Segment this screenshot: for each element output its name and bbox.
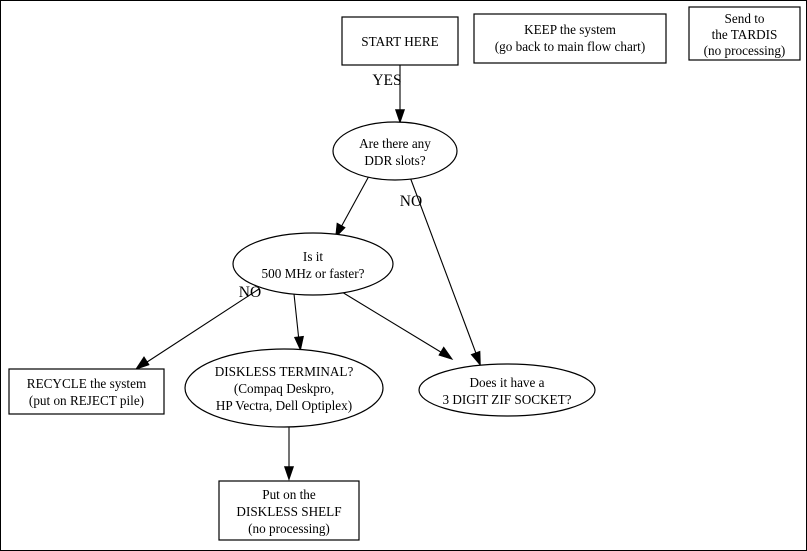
node-tardis[interactable]: Send to the TARDIS (no processing) (688, 6, 801, 61)
node-label-line2: (Compaq Deskpro, (234, 381, 334, 396)
node-diskless-shelf[interactable]: Put on the DISKLESS SHELF (no processing… (218, 480, 360, 541)
node-label-line2: 3 DIGIT ZIF SOCKET? (442, 392, 571, 407)
node-ddr-slots[interactable]: Are there any DDR slots? (332, 121, 458, 181)
node-zif-socket[interactable]: Does it have a 3 DIGIT ZIF SOCKET? (418, 363, 596, 417)
edge-label-yes: YES (372, 72, 401, 89)
node-label-line3: HP Vectra, Dell Optiplex) (216, 398, 352, 413)
node-500mhz[interactable]: Is it 500 MHz or faster? (232, 232, 394, 296)
node-label-line1: Does it have a (469, 375, 544, 390)
node-label-line3: (no processing) (248, 521, 330, 536)
node-label-line2: 500 MHz or faster? (262, 266, 365, 281)
node-keep[interactable]: KEEP the system (go back to main flow ch… (473, 13, 667, 64)
edge-line (409, 176, 478, 357)
arrowhead (283, 466, 295, 481)
node-shape-rect (341, 16, 459, 66)
arrowhead (394, 109, 406, 124)
node-shape-rect (688, 6, 801, 61)
node-shape-ellipse (232, 232, 394, 296)
edge-diskless-terminal-to-shelf (283, 427, 295, 481)
edge-line (293, 293, 300, 342)
edge-label-no-ddr: NO (400, 193, 422, 210)
node-label-line2: DDR slots? (364, 153, 425, 168)
edge-line (143, 288, 260, 365)
node-shape-ellipse (184, 348, 384, 428)
arrowhead (134, 356, 150, 371)
arrowhead (470, 350, 481, 367)
edge-label-no-mhz: NO (239, 284, 261, 301)
node-shape-ellipse (332, 121, 458, 181)
edge-ddr-to-zif (409, 176, 481, 367)
node-label-line2: (put on REJECT pile) (29, 393, 144, 408)
edge-line (336, 288, 445, 355)
node-label-line3: (no processing) (704, 43, 786, 58)
edge-label-group: YES NO NO (239, 72, 422, 301)
node-label-line1: RECYCLE the system (27, 376, 147, 391)
edge-mhz-to-zif (336, 288, 454, 361)
node-shape-ellipse (418, 363, 596, 417)
node-label-line1: Is it (303, 249, 323, 264)
edge-line (339, 175, 370, 230)
node-start[interactable]: START HERE (341, 16, 459, 66)
node-label-line1: START HERE (361, 34, 438, 49)
node-diskless-terminal[interactable]: DISKLESS TERMINAL? (Compaq Deskpro, HP V… (184, 348, 384, 428)
edge-mhz-to-recycle (134, 288, 260, 371)
arrowhead (293, 335, 304, 352)
node-label-line1: DISKLESS TERMINAL? (215, 364, 354, 379)
node-label-line1: Send to (725, 11, 765, 26)
node-label-line2: (go back to main flow chart) (495, 39, 646, 54)
node-label-line2: DISKLESS SHELF (236, 504, 341, 519)
node-shape-rect (218, 480, 360, 541)
node-shape-rect (8, 368, 165, 415)
node-shape-rect (473, 13, 667, 64)
node-label-line1: KEEP the system (524, 22, 617, 37)
edge-ddr-to-mhz (335, 175, 370, 239)
node-label-line2: the TARDIS (712, 27, 778, 42)
arrowhead (438, 346, 454, 361)
edge-mhz-to-diskless-terminal (293, 293, 304, 352)
edge-start-to-ddr (394, 65, 406, 124)
node-label-line1: Put on the (262, 487, 316, 502)
node-label-line1: Are there any (359, 136, 431, 151)
node-recycle[interactable]: RECYCLE the system (put on REJECT pile) (8, 368, 165, 415)
